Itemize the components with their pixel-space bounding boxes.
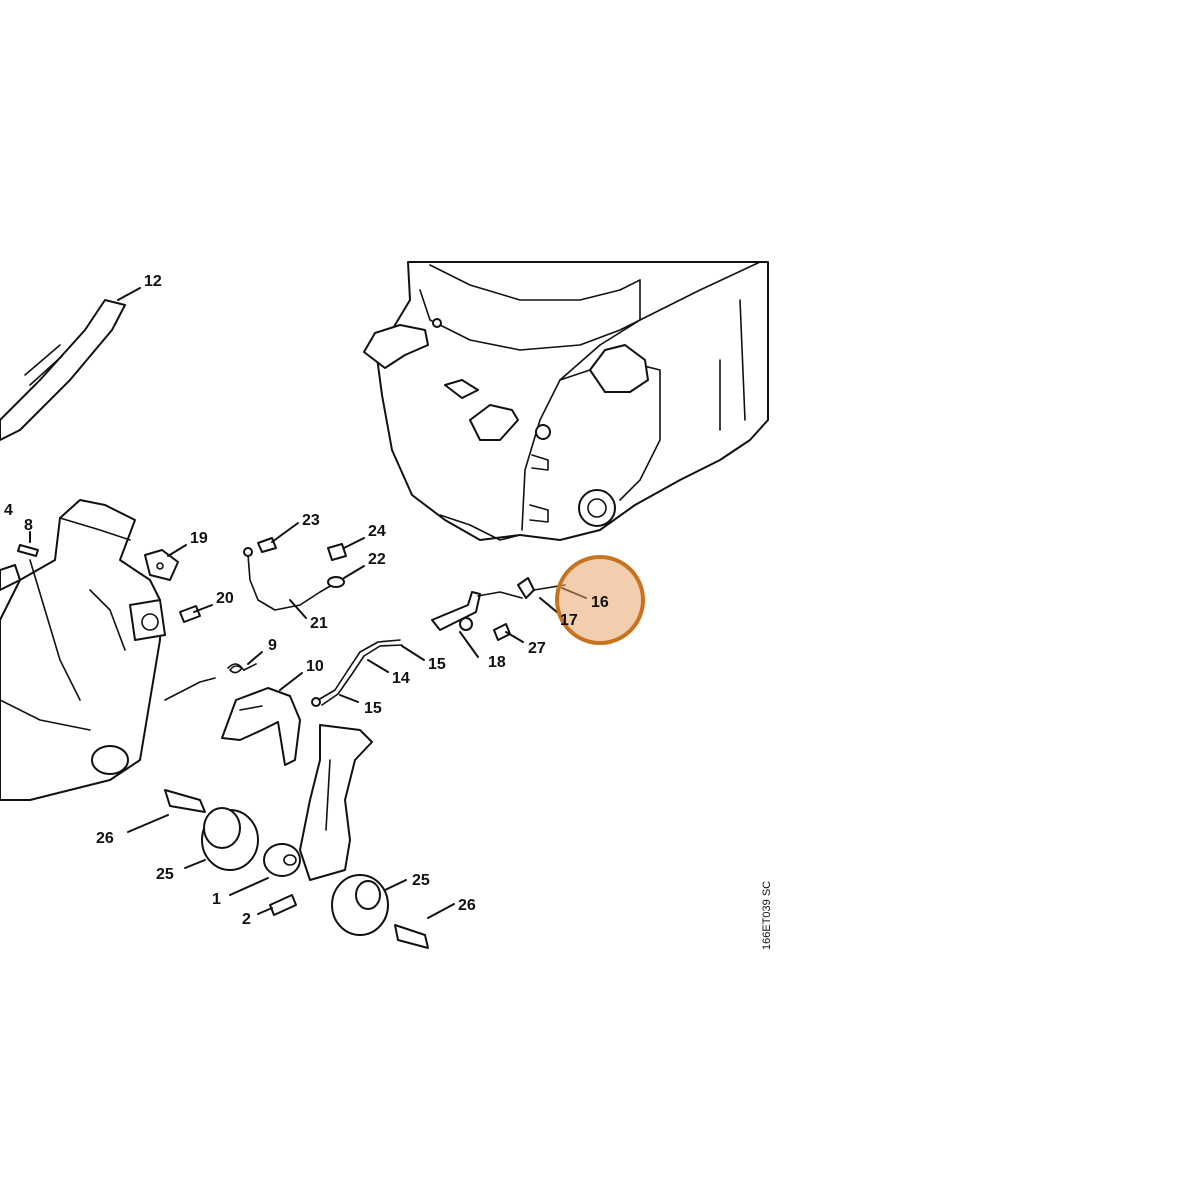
callout-label: 10 — [306, 658, 324, 675]
callout-label: 22 — [368, 551, 386, 568]
callout-label: 25 — [156, 866, 174, 883]
drawing-code: 166ET039 SC — [761, 881, 773, 950]
part-20-screw — [179, 605, 201, 623]
part-14-cable — [311, 639, 403, 707]
part-9-spring — [164, 663, 257, 701]
part-8-pin — [17, 544, 39, 557]
callout-label: 12 — [144, 273, 162, 290]
callout-label: 15 — [428, 656, 446, 673]
callout-label: 21 — [310, 615, 328, 632]
callout-label: 26 — [96, 830, 114, 847]
callout-label: 8 — [24, 517, 33, 534]
part-12-bar — [0, 299, 126, 441]
callout-label: 14 — [392, 670, 410, 687]
callout-label: 19 — [190, 530, 208, 547]
part-26-bolt-right — [394, 924, 429, 949]
callout-label: 24 — [368, 523, 386, 540]
part-21-ground-wire — [243, 547, 345, 611]
callout-label: 4 — [4, 502, 13, 519]
callout-label: 15 — [364, 700, 382, 717]
part-19-clip — [144, 549, 179, 581]
callout-label: 27 — [528, 640, 546, 657]
callout-label: 20 — [216, 590, 234, 607]
callout-label: 1 — [212, 891, 221, 908]
part-26-bolt-left — [164, 789, 206, 813]
part-24-screw — [327, 543, 347, 561]
part-25-buffer-right — [331, 874, 389, 936]
part-2-screw — [269, 894, 297, 916]
part-18-lever — [431, 591, 481, 631]
part-1-sleeve — [263, 843, 301, 877]
leader-lines — [29, 287, 587, 919]
callout-label: 17 — [560, 612, 578, 629]
callout-labels: 1 2 4 8 9 10 12 14 15 15 16 17 18 19 20 … — [4, 273, 609, 928]
part-16-rod — [477, 577, 566, 599]
callout-label: 25 — [412, 872, 430, 889]
part-10-trigger — [221, 687, 301, 766]
highlight-circle — [555, 555, 645, 645]
engine-housing — [363, 261, 769, 541]
part-1-bracket — [299, 724, 373, 881]
callout-label: 16 — [591, 594, 609, 611]
callout-label: 18 — [488, 654, 506, 671]
handle-housing — [0, 499, 166, 801]
part-25-buffer-left — [201, 807, 259, 871]
callout-label: 9 — [268, 637, 277, 654]
callout-label: 23 — [302, 512, 320, 529]
callout-label: 2 — [242, 911, 251, 928]
callout-label: 26 — [458, 897, 476, 914]
